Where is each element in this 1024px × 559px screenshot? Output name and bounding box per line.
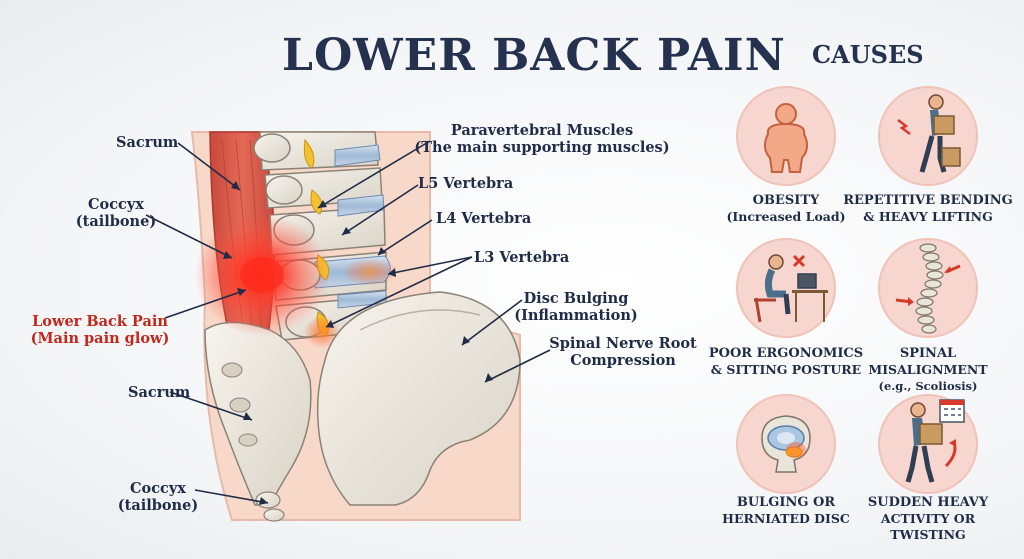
label-nerve-root-compression: Spinal Nerve Root Compression [548,335,698,369]
cause-sudden-line2: ACTIVITY OR TWISTING [880,511,976,542]
cause-disc-label: BULGING OR HERNIATED DISC [701,495,871,527]
cause-misalignment-label: SPINAL MISALIGNMENT (e.g., Scoliosis) [843,346,1013,394]
cause-ergonomics-label: POOR ERGONOMICS & SITTING POSTURE [701,346,871,378]
cause-bending-label: REPETITIVE BENDING & HEAVY LIFTING [843,193,1013,225]
cause-bending-line1: REPETITIVE BENDING [843,193,1013,208]
cause-obesity-line2: (Increased Load) [726,209,846,224]
cause-obesity-line1: OBESITY [752,193,820,208]
label-l5-vertebra: L5 Vertebra [418,175,514,192]
anatomy-illustration [145,131,551,522]
label-coccyx-top-line2: (tailbone) [75,213,157,230]
label-paravertebral-line1: Paravertebral Muscles [450,122,634,139]
label-sacrum-top: Sacrum [116,134,179,151]
label-disc-bulging-line2: (Inflammation) [514,307,638,324]
causes-heading: CAUSES [812,40,924,69]
label-coccyx-bottom-line2: (tailbone) [117,497,199,514]
label-lower-back-pain-line1: Lower Back Pain [32,313,168,330]
label-lower-back-pain: Lower Back Pain (Main pain glow) [20,313,180,347]
label-sacrum-bottom: Sacrum [128,384,191,401]
label-coccyx-bottom-line1: Coccyx [130,480,186,497]
cause-sudden-label: SUDDEN HEAVY ACTIVITY OR TWISTING [843,495,1013,543]
cause-misalignment-line1: SPINAL [899,346,957,361]
lifting-boxes-icon [878,86,978,186]
cause-sudden-line1: SUDDEN HEAVY [867,495,989,510]
herniated-disc-icon [736,394,836,494]
sudden-lifting-icon [878,394,978,494]
label-paravertebral-line2: (The main supporting muscles) [414,139,670,156]
label-paravertebral-muscles: Paravertebral Muscles (The main supporti… [408,122,676,156]
label-coccyx-top: Coccyx (tailbone) [66,196,166,230]
label-disc-bulging-line1: Disc Bulging [523,290,629,307]
label-coccyx-top-line1: Coccyx [88,196,144,213]
obesity-icon [736,86,836,186]
label-lower-back-pain-line2: (Main pain glow) [30,330,170,347]
label-disc-bulging: Disc Bulging (Inflammation) [506,290,646,324]
cause-misalignment-line2: MISALIGNMENT [868,362,988,377]
label-nerve-root-line2: Compression [570,352,676,369]
curved-spine-icon [878,238,978,338]
cause-obesity-label: OBESITY (Increased Load) [701,193,871,225]
cause-disc-line1: BULGING OR [736,495,836,510]
cause-ergonomics-line1: POOR ERGONOMICS [708,346,864,361]
cause-bending-line2: & HEAVY LIFTING [863,209,993,224]
cause-misalignment-line3: (e.g., Scoliosis) [878,379,978,393]
label-l3-vertebra: L3 Vertebra [474,249,570,266]
cause-disc-line2: HERNIATED DISC [722,511,850,526]
desk-posture-icon [736,238,836,338]
label-coccyx-bottom: Coccyx (tailbone) [108,480,208,514]
cause-ergonomics-line2: & SITTING POSTURE [710,362,862,377]
label-l4-vertebra: L4 Vertebra [436,210,532,227]
label-nerve-root-line1: Spinal Nerve Root [549,335,697,352]
page-title: LOWER BACK PAIN [282,30,786,81]
